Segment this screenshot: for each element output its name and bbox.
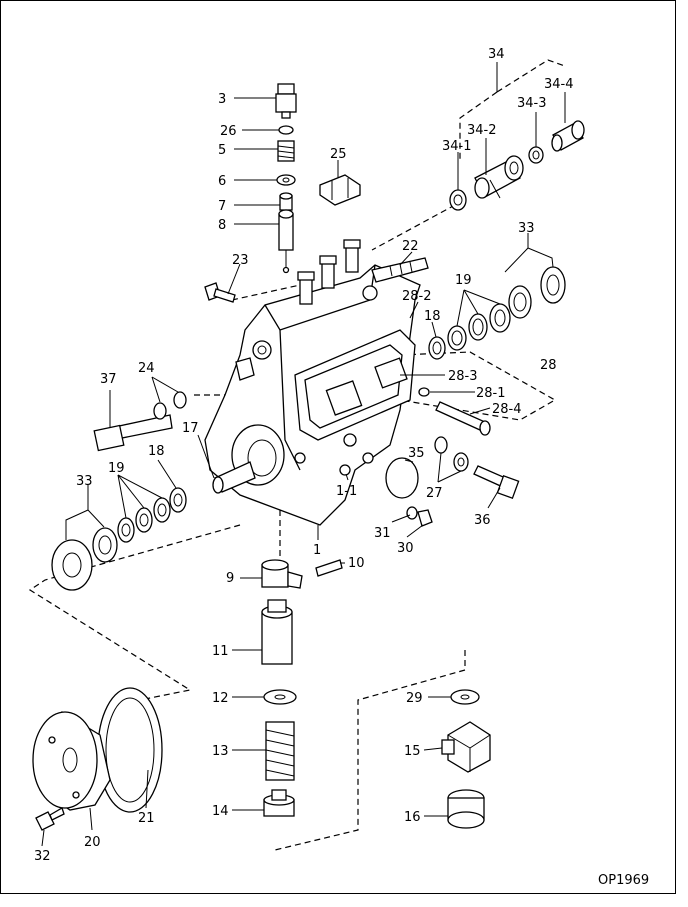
part-13-spring — [265, 721, 295, 781]
lower-left-parts — [32, 687, 163, 831]
callout-23: 23 — [232, 253, 249, 268]
callout-27: 27 — [426, 486, 443, 501]
callout-10: 10 — [348, 556, 365, 571]
callout-1-1: 1-1 — [336, 484, 357, 499]
group-34-parts — [449, 120, 585, 211]
part-10-screw — [315, 559, 343, 577]
callout-5: 5 — [218, 143, 226, 158]
callout-18-left: 18 — [148, 444, 165, 459]
callout-3: 3 — [218, 92, 226, 107]
part-28-bolt — [418, 387, 491, 436]
part-5-spring — [277, 140, 295, 162]
callout-35: 35 — [408, 446, 425, 461]
callout-labels: 3 26 5 6 7 8 25 23 22 34 34-1 34-2 34-3 … — [34, 47, 649, 888]
delivery-valve-stack — [275, 83, 297, 274]
plunger-stack — [261, 559, 343, 817]
part-30-nut — [417, 509, 433, 527]
callout-28-3: 28-3 — [448, 369, 478, 384]
callout-34-3: 34-3 — [517, 96, 547, 111]
right-middle-parts — [385, 436, 520, 527]
part-32-bolt — [35, 811, 55, 831]
callout-15: 15 — [404, 744, 421, 759]
drawing-code: OP1969 — [598, 873, 649, 888]
callout-1: 1 — [313, 543, 321, 558]
callout-6: 6 — [218, 174, 226, 189]
callout-21: 21 — [138, 811, 155, 826]
callout-25: 25 — [330, 147, 347, 162]
part-18-left — [169, 487, 187, 513]
callout-28: 28 — [540, 358, 557, 373]
callout-26: 26 — [220, 124, 237, 139]
part-24a — [153, 402, 167, 420]
lower-right-parts — [441, 689, 491, 829]
leader-lines — [41, 62, 566, 847]
callout-19-left: 19 — [108, 461, 125, 476]
diagram-frame — [0, 0, 676, 894]
callout-22: 22 — [402, 239, 419, 254]
callout-34-4: 34-4 — [544, 77, 574, 92]
callout-7: 7 — [218, 199, 226, 214]
callout-28-1: 28-1 — [476, 386, 506, 401]
callout-19-upper: 19 — [455, 273, 472, 288]
part-25-bracket — [319, 174, 361, 206]
callout-24: 24 — [138, 361, 155, 376]
callout-18-upper: 18 — [424, 309, 441, 324]
callout-29: 29 — [406, 691, 423, 706]
part-35-cover — [385, 457, 419, 499]
upper-right-rings — [428, 266, 566, 360]
callout-28-2: 28-2 — [402, 289, 432, 304]
callout-34-1: 34-1 — [442, 139, 472, 154]
callout-14: 14 — [212, 804, 229, 819]
left-parts — [51, 357, 255, 591]
callout-28-4: 28-4 — [492, 402, 522, 417]
callout-17: 17 — [182, 421, 199, 436]
part-33-gear — [92, 527, 118, 563]
callout-34: 34 — [488, 47, 505, 62]
callout-33-upper: 33 — [518, 221, 535, 236]
callout-11: 11 — [212, 644, 229, 659]
callout-12: 12 — [212, 691, 229, 706]
callout-33-left: 33 — [76, 474, 93, 489]
part-33-ring — [51, 539, 93, 591]
callout-36: 36 — [474, 513, 491, 528]
callout-30: 30 — [397, 541, 414, 556]
callout-13: 13 — [212, 744, 229, 759]
callout-20: 20 — [84, 835, 101, 850]
callout-8: 8 — [218, 218, 226, 233]
callout-9: 9 — [226, 571, 234, 586]
callout-34-2: 34-2 — [467, 123, 497, 138]
part-23-bolt — [204, 282, 236, 303]
callout-37: 37 — [100, 372, 117, 387]
callout-16: 16 — [404, 810, 421, 825]
part-20-flange — [32, 711, 98, 809]
callout-31: 31 — [374, 526, 391, 541]
callout-32: 32 — [34, 849, 51, 864]
pump-body — [204, 239, 429, 526]
